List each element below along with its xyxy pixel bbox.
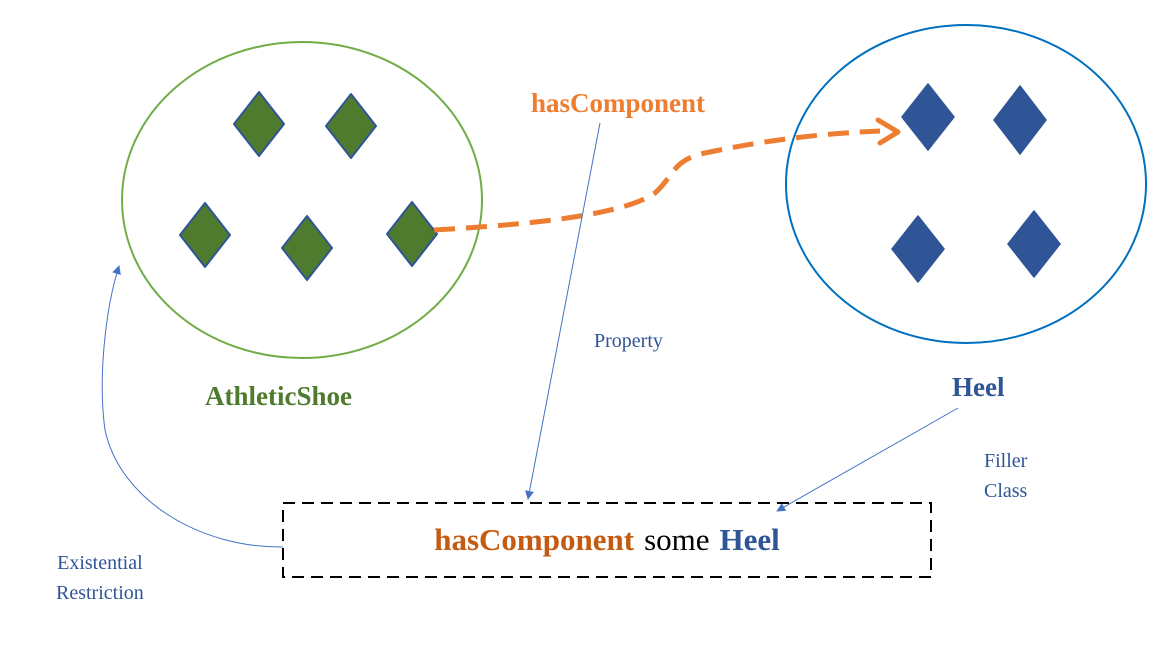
- has-component-relation-arrow: [433, 128, 881, 233]
- filler-line-1: Filler: [984, 450, 1028, 472]
- heel-set-ellipse: [785, 24, 1147, 344]
- athletic-shoe-member-diamond-icon: [179, 202, 231, 268]
- restriction-filler: Heel: [719, 522, 780, 557]
- existential-line-2: Restriction: [56, 582, 144, 604]
- restriction-box-border: [282, 502, 932, 578]
- heel-member-diamond-icon: [1007, 210, 1061, 278]
- athletic-shoe-members: [179, 91, 438, 281]
- filler-class-annotation: Filler Class: [984, 446, 1027, 506]
- athletic-shoe-label: AthleticShoe: [205, 381, 352, 411]
- has-component-arrowhead: [875, 117, 901, 146]
- athletic-shoe-set-ellipse: [121, 41, 483, 359]
- restriction-expression: hasComponent some Heel: [283, 503, 931, 577]
- heel-label: Heel: [952, 372, 1005, 402]
- heel-member-diamond-icon: [901, 83, 955, 151]
- restriction-quantifier: some: [644, 522, 710, 557]
- heel-member-diamond-icon: [993, 85, 1047, 155]
- athletic-shoe-member-diamond-icon: [325, 93, 377, 159]
- athletic-shoe-member-diamond-icon: [233, 91, 285, 157]
- property-title: hasComponent: [531, 88, 706, 118]
- heel-members: [891, 83, 1061, 283]
- filler-connector-arrow: [776, 407, 959, 512]
- athletic-shoe-member-diamond-icon: [386, 201, 438, 267]
- athletic-shoe-member-diamond-icon: [281, 215, 333, 281]
- property-connector-arrow: [525, 122, 601, 500]
- property-annotation: Property: [594, 330, 663, 352]
- existential-line-1: Existential: [57, 552, 143, 574]
- heel-member-diamond-icon: [891, 215, 945, 283]
- filler-line-2: Class: [984, 480, 1028, 502]
- existential-restriction-annotation: Existential Restriction: [56, 548, 144, 608]
- existential-connector-arrow: [101, 265, 284, 548]
- restriction-property: hasComponent: [434, 522, 635, 557]
